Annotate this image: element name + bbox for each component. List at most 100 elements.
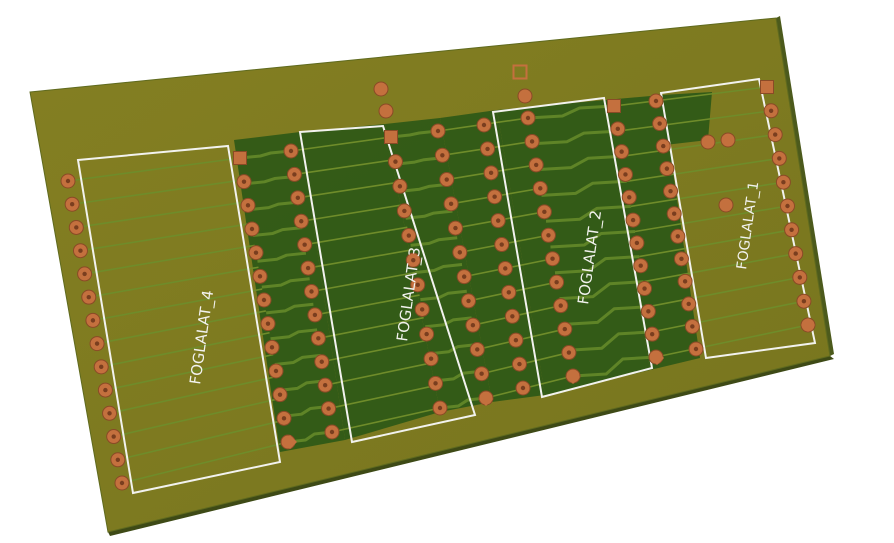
pad-drill-hole: [768, 108, 774, 114]
pad-drill-hole: [115, 457, 121, 462]
pad-drill-hole: [103, 387, 108, 393]
pad-drill-hole: [273, 368, 279, 374]
pad-drill-hole: [495, 218, 501, 223]
pad-drill-hole: [492, 194, 497, 199]
copper-trace: [67, 157, 241, 182]
pad-drill-hole: [558, 303, 563, 308]
copper-trace: [618, 110, 772, 132]
fanout-trace: [415, 263, 463, 274]
pad-drill-hole: [657, 121, 662, 126]
pad-drill-hole: [90, 318, 96, 323]
copper-trace: [297, 181, 400, 199]
copper-trace: [96, 310, 266, 345]
pad-drill-hole: [393, 159, 398, 164]
pad-drill-hole: [316, 336, 321, 341]
pad-drill-hole: [249, 226, 255, 232]
copper-pour-region: [300, 124, 440, 440]
copper-trace: [294, 158, 396, 176]
pad-drill-hole: [538, 186, 543, 191]
pad-drill-hole: [299, 219, 304, 224]
pad-drill-hole: [94, 341, 100, 346]
copper-trace: [304, 226, 408, 246]
fanout-trace: [425, 316, 472, 329]
pad-drill-hole: [686, 301, 691, 307]
pad-drill-hole: [107, 411, 112, 416]
fanout-trace: [420, 289, 467, 302]
fanout-trace: [434, 369, 482, 383]
pad-drill-hole: [649, 331, 655, 337]
copper-trace: [105, 353, 274, 391]
copper-trace: [92, 288, 263, 322]
fanout-trace: [244, 175, 295, 186]
fanout-trace: [527, 104, 615, 120]
pad-drill-hole: [433, 381, 438, 386]
pad-drill-hole: [111, 434, 116, 439]
pad-drill-hole: [435, 128, 441, 134]
pad-drill-hole: [329, 429, 335, 435]
pad-drill-hole: [485, 146, 490, 152]
round-pad: [720, 132, 736, 148]
pad-drill-hole: [630, 217, 636, 223]
pad-drill-hole: [245, 203, 251, 208]
fanout-trace: [390, 129, 439, 139]
copper-trace: [80, 222, 252, 252]
pad-drill-hole: [309, 289, 314, 294]
pad-drill-hole: [448, 201, 454, 207]
pad-drill-hole: [642, 286, 647, 291]
pad-drill-hole: [99, 364, 104, 370]
pad-drill-hole: [69, 202, 75, 207]
fanout-trace: [559, 280, 644, 301]
pad-drill-hole: [693, 346, 699, 352]
fanout-trace: [532, 129, 619, 146]
pad-drill-hole: [664, 166, 670, 171]
square-pad: [760, 80, 774, 94]
pad-drill-hole: [793, 251, 798, 256]
pin1-marker: [479, 392, 493, 406]
pad-drill-hole: [566, 350, 572, 355]
pad-drill-hole: [675, 234, 681, 239]
pad-drill-hole: [506, 290, 512, 295]
pad-drill-hole: [671, 211, 677, 216]
pad-drill-hole: [690, 324, 695, 329]
pad-drill-hole: [785, 203, 790, 209]
fanout-trace: [257, 251, 307, 263]
pad-drill-hole: [65, 178, 71, 184]
copper-pour-region: [662, 92, 712, 145]
pad-drill-hole: [479, 371, 484, 376]
copper-trace: [639, 229, 792, 258]
pad-drill-hole: [82, 271, 87, 277]
pad-drill-hole: [461, 274, 467, 279]
copper-trace: [307, 249, 412, 269]
pad-drill-hole: [773, 132, 778, 137]
copper-trace: [634, 205, 788, 233]
pad-drill-hole: [288, 148, 294, 154]
board-edge-shadow: [776, 16, 834, 356]
square-pad: [607, 99, 621, 113]
fanout-trace: [266, 302, 314, 315]
copper-trace: [301, 203, 404, 223]
copper-trace: [101, 331, 270, 368]
pad-layer: [60, 64, 816, 491]
pad-drill-hole: [312, 312, 318, 318]
pad-drill-hole: [424, 331, 429, 337]
copper-trace: [318, 316, 424, 340]
pad-drill-hole: [322, 382, 328, 388]
fanout-trace: [536, 154, 623, 172]
pad-drill-hole: [542, 209, 547, 215]
pad-drill-hole: [653, 98, 659, 104]
round-pad: [718, 197, 734, 213]
pad-drill-hole: [257, 274, 263, 279]
pad-drill-hole: [638, 263, 643, 268]
copper-pour-region: [497, 100, 650, 395]
copper-trace: [314, 294, 420, 316]
pad-drill-hole: [488, 170, 494, 176]
pad-drill-hole: [679, 256, 684, 262]
pad-drill-hole: [789, 227, 794, 232]
copper-trace: [109, 375, 278, 415]
fanout-trace: [568, 330, 652, 352]
socket-outline: [491, 96, 654, 399]
pad-drill-hole: [533, 162, 539, 168]
pad-drill-hole: [513, 337, 519, 343]
pad-drill-hole: [269, 345, 275, 350]
pad-drill-hole: [402, 208, 407, 214]
